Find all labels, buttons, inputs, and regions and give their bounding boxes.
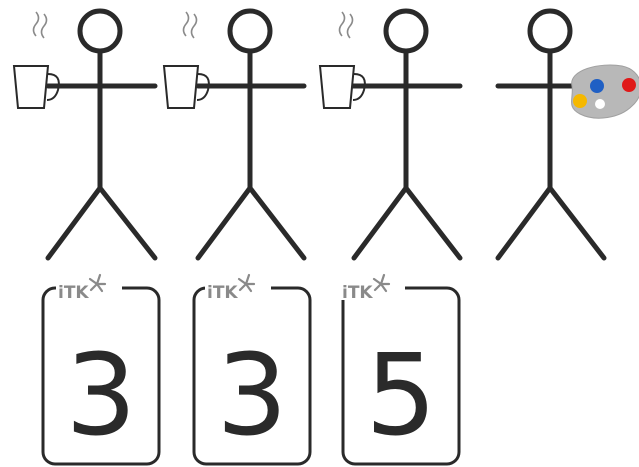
figure-right-leg [97, 185, 158, 261]
stick-figure-2 [195, 8, 307, 261]
figure-right-leg [247, 185, 307, 261]
paint-palette-icon [571, 64, 639, 119]
figure-head [383, 8, 429, 54]
card-value: 5 [365, 331, 436, 461]
card-logo-text: iTK [58, 283, 89, 303]
estimation-card-3: iTK 5 [339, 272, 461, 466]
palette-red-dot [622, 78, 636, 92]
card-value: 3 [65, 331, 136, 461]
card-value: 3 [216, 331, 287, 461]
figure-head [527, 8, 573, 54]
figure-right-leg [403, 185, 463, 261]
logo-spark-icon [237, 273, 256, 293]
card-logo-text: iTK [342, 283, 373, 303]
coffee-mug-icon [162, 11, 210, 109]
figure-head [227, 8, 273, 54]
stick-figure-3 [349, 8, 463, 261]
figure-left-leg [195, 185, 253, 261]
estimation-card-2: iTK 3 [192, 272, 312, 466]
figure-left-leg [45, 185, 103, 261]
estimation-card-1: iTK 3 [41, 272, 161, 466]
figure-right-leg [547, 185, 607, 261]
coffee-mug-icon [12, 11, 60, 109]
coffee-mug-icon [318, 11, 366, 109]
figure-head [77, 8, 123, 54]
palette-yellow-dot [573, 94, 587, 108]
logo-spark-icon [372, 273, 391, 293]
figure-left-leg [495, 185, 553, 261]
figure-left-leg [351, 185, 409, 261]
logo-spark-icon [88, 273, 107, 293]
palette-blue-dot [590, 79, 604, 93]
stick-figure-4 [495, 8, 607, 261]
palette-thumb-hole [595, 99, 605, 109]
card-logo-text: iTK [207, 283, 238, 303]
stick-figure-1 [45, 8, 158, 261]
